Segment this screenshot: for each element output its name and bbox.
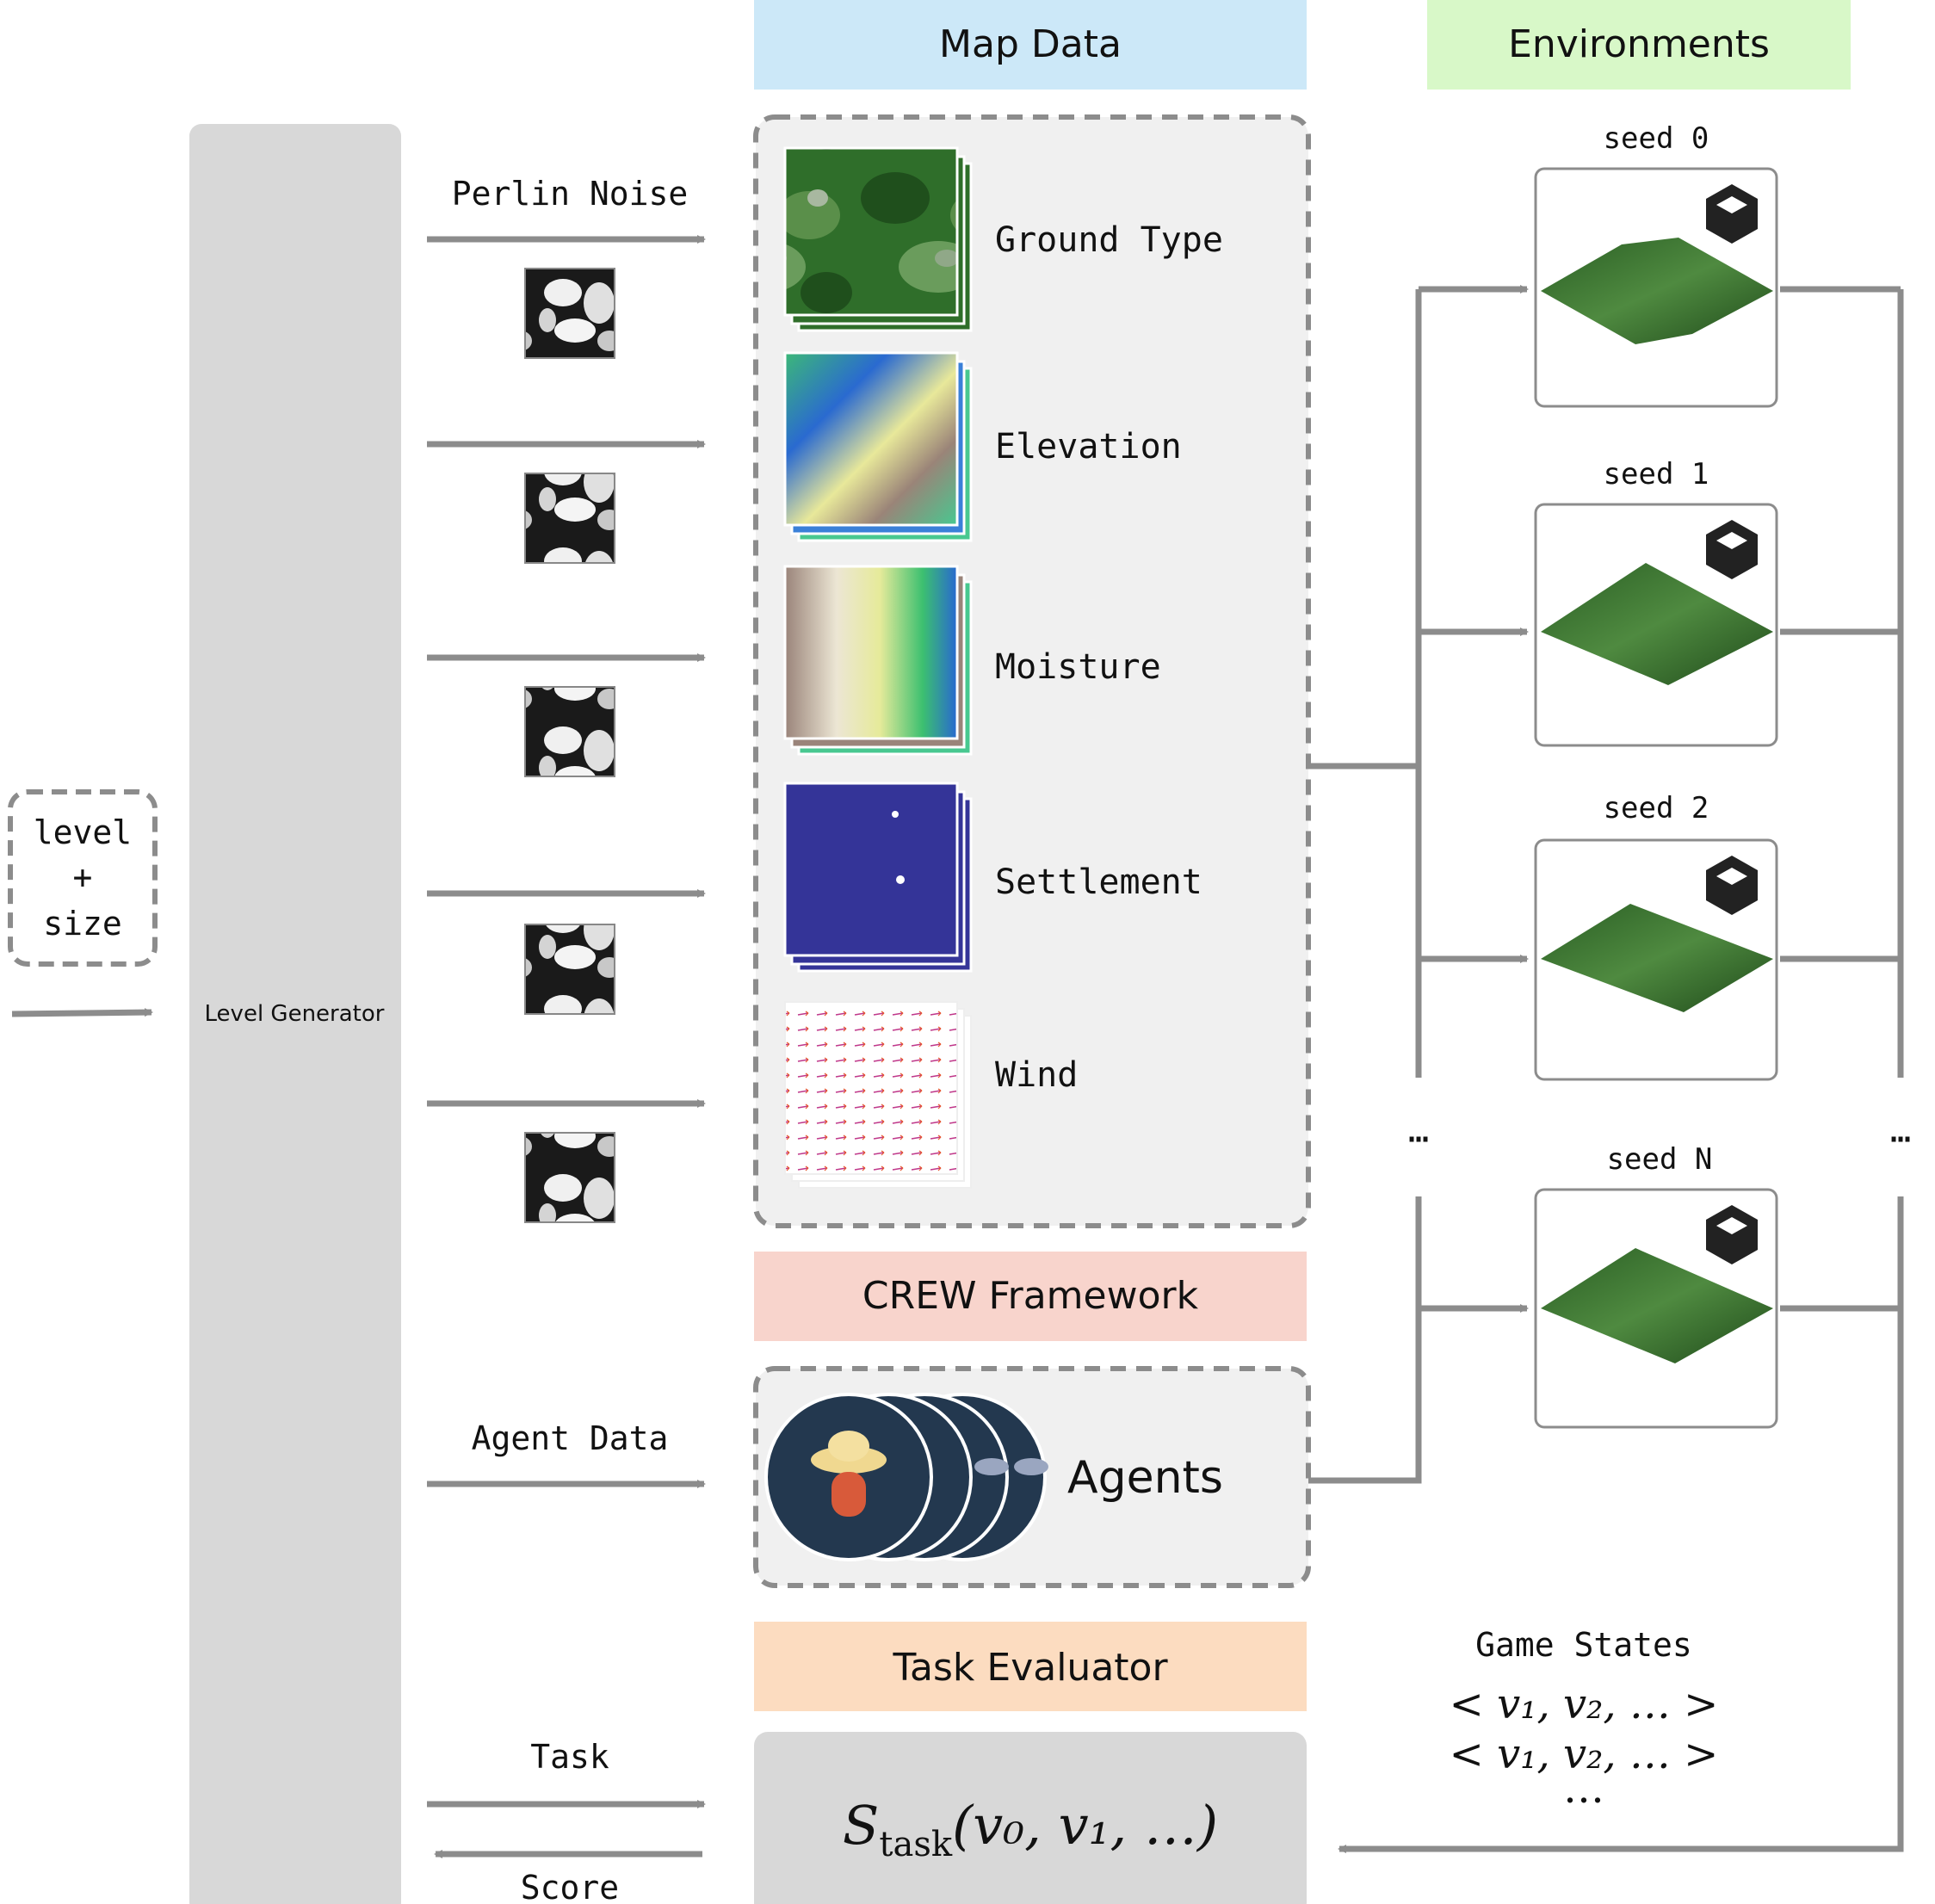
map-data-title: Map Data — [939, 22, 1122, 66]
ground-type-layer: Ground Type — [783, 146, 1223, 332]
wind-layer: Wind — [784, 1001, 1078, 1189]
environments-title: Environments — [1508, 22, 1770, 66]
environments-header: Environments — [1427, 0, 1851, 90]
score-label: Score — [521, 1869, 619, 1904]
elevation-layer: Elevation — [783, 351, 1182, 542]
seed-label: seed 1 — [1604, 457, 1709, 491]
noise-image — [524, 924, 615, 1015]
seed-label: seed N — [1607, 1142, 1713, 1177]
terrain-image — [1541, 904, 1773, 1012]
unity-icon — [1706, 184, 1758, 244]
wind-image — [784, 1001, 958, 1175]
agents-label: Agents — [1067, 1452, 1223, 1504]
terrain-image — [1541, 563, 1773, 685]
unity-icon — [1706, 520, 1758, 579]
ellipsis-left: ⋯ — [1408, 1119, 1429, 1159]
noise-image — [524, 268, 615, 359]
input-level: level — [34, 813, 132, 851]
input-plus: + — [73, 858, 93, 896]
unity-icon — [1706, 1205, 1758, 1264]
env-card-seed-1: seed 1 — [1534, 457, 1778, 747]
task-label: Task — [530, 1738, 609, 1776]
terrain-image — [1541, 238, 1773, 344]
moisture-label: Moisture — [995, 647, 1161, 687]
agent-body — [831, 1472, 866, 1517]
env-card-seed-0: seed 0 — [1534, 121, 1778, 408]
noise-image — [524, 686, 615, 777]
game-states-row: < v₁, v₂, … > — [1450, 1680, 1719, 1728]
crew-framework-header: CREW Framework — [754, 1252, 1307, 1341]
task-score-formula-box — [754, 1732, 1307, 1904]
ellipsis-right: ⋯ — [1890, 1119, 1911, 1159]
noise-arrows — [427, 235, 706, 1223]
game-states-more: … — [1563, 1765, 1604, 1813]
settlement-image — [783, 782, 959, 957]
moisture-image — [783, 565, 959, 740]
formula-symbol: S — [843, 1794, 879, 1857]
elevation-label: Elevation — [995, 427, 1182, 467]
agent-data-label: Agent Data — [472, 1419, 669, 1457]
seed-label: seed 2 — [1604, 791, 1709, 825]
env-card-seed-2: seed 2 — [1534, 791, 1778, 1081]
env-output-connector — [1343, 286, 1904, 1852]
terrain-image — [1541, 1248, 1773, 1363]
env-card-seed-n: seed N — [1534, 1142, 1778, 1429]
input-arrow — [11, 1008, 153, 1017]
map-to-env-connector — [1308, 289, 1422, 1484]
noise-image — [524, 1132, 615, 1223]
ground-type-image — [783, 146, 959, 317]
map-data-header: Map Data — [754, 0, 1307, 90]
level-generator-column — [189, 124, 401, 1904]
unity-icon — [1706, 856, 1758, 915]
game-states-title: Game States — [1475, 1626, 1692, 1664]
level-size-input: level + size — [8, 789, 158, 967]
env-input-arrows — [1419, 285, 1529, 1313]
wind-label: Wind — [995, 1055, 1078, 1095]
ground-type-label: Ground Type — [995, 220, 1223, 260]
moisture-layer: Moisture — [783, 565, 1161, 756]
task-score-formula: Stask(v₀, v₁, …) — [843, 1794, 1218, 1864]
elevation-image — [783, 351, 959, 527]
formula-subscript: task — [879, 1825, 952, 1864]
level-generator-label: Level Generator — [205, 1001, 385, 1027]
seed-label: seed 0 — [1604, 121, 1709, 156]
perlin-noise-label: Perlin Noise — [452, 175, 689, 213]
settlement-layer: Settlement — [783, 782, 1202, 973]
crew-framework-title: CREW Framework — [862, 1274, 1199, 1318]
game-states-row: < v₁, v₂, … > — [1450, 1730, 1719, 1778]
agent-icons — [764, 1393, 1048, 1561]
formula-args: (v₀, v₁, …) — [952, 1794, 1218, 1857]
task-evaluator-header: Task Evaluator — [754, 1622, 1307, 1711]
input-size: size — [43, 905, 122, 943]
task-evaluator-title: Task Evaluator — [892, 1646, 1168, 1690]
settlement-label: Settlement — [995, 862, 1202, 902]
noise-image — [524, 473, 615, 564]
